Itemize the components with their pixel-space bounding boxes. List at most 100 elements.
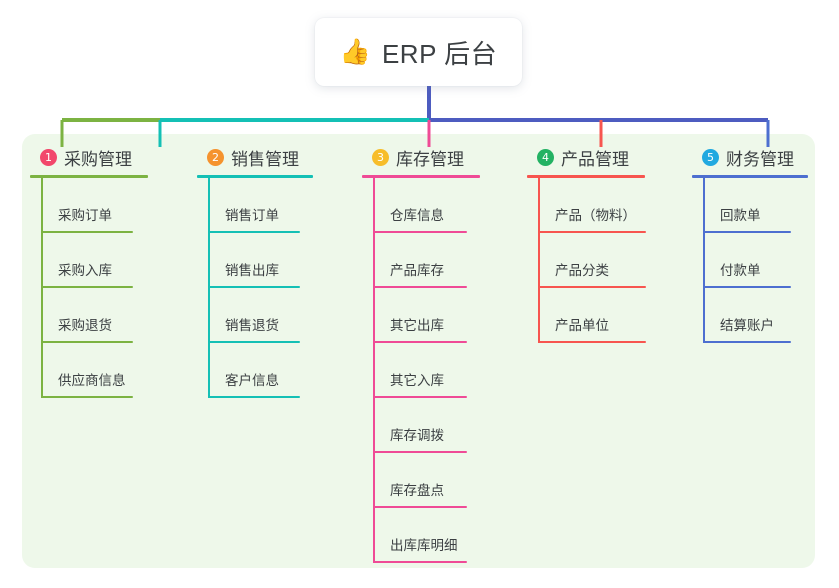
list-item[interactable]: 产品库存	[373, 233, 480, 288]
list-item[interactable]: 产品单位	[538, 288, 646, 343]
column-title: 采购管理	[64, 149, 132, 169]
column-number-badge: 4	[537, 148, 554, 166]
column-header-rule	[197, 175, 313, 178]
column-header-1[interactable]: 1 采购管理	[30, 146, 148, 169]
list-item[interactable]: 供应商信息	[41, 343, 148, 398]
list-item[interactable]: 采购入库	[41, 233, 148, 288]
list-item[interactable]: 出库库明细	[373, 508, 480, 563]
column-items-5: 回款单付款单结算账户	[703, 178, 808, 343]
column-items-2: 销售订单销售出库销售退货客户信息	[208, 178, 313, 398]
list-item[interactable]: 其它出库	[373, 288, 480, 343]
column-number-badge: 5	[702, 148, 719, 166]
column-header-rule	[30, 175, 148, 178]
list-item-rule	[208, 341, 300, 343]
list-item-label: 库存调拨	[390, 428, 444, 443]
list-item[interactable]: 回款单	[703, 178, 808, 233]
column-spine	[373, 178, 375, 563]
list-item[interactable]: 产品分类	[538, 233, 646, 288]
column-header-5[interactable]: 5 财务管理	[692, 146, 808, 169]
list-item[interactable]: 结算账户	[703, 288, 808, 343]
list-item-label: 产品单位	[555, 318, 609, 333]
column-items-4: 产品（物料） 产品分类产品单位	[538, 178, 646, 343]
list-item[interactable]: 采购退货	[41, 288, 148, 343]
list-item[interactable]: 采购订单	[41, 178, 148, 233]
list-item-rule	[208, 231, 300, 233]
list-item-rule	[538, 286, 646, 288]
column-spine	[703, 178, 705, 343]
column-3[interactable]: 3 库存管理仓库信息产品库存其它出库其它入库库存调拨库存盘点出库库明细	[362, 146, 480, 563]
column-title: 库存管理	[396, 149, 464, 169]
column-spine	[538, 178, 540, 343]
list-item[interactable]: 销售出库	[208, 233, 313, 288]
list-item-rule	[538, 231, 646, 233]
column-number-badge: 3	[372, 148, 389, 166]
list-item[interactable]: 库存盘点	[373, 453, 480, 508]
root-node-title: ERP 后台	[381, 38, 498, 69]
list-item[interactable]: 其它入库	[373, 343, 480, 398]
list-item-label: 付款单	[720, 263, 761, 278]
list-item-label: 供应商信息	[58, 373, 126, 388]
column-items-3: 仓库信息产品库存其它出库其它入库库存调拨库存盘点出库库明细	[373, 178, 480, 563]
list-item-label: 产品库存	[390, 263, 444, 278]
list-item[interactable]: 销售退货	[208, 288, 313, 343]
column-number-badge: 2	[207, 148, 224, 166]
column-header-2[interactable]: 2 销售管理	[197, 146, 313, 169]
column-header-rule	[692, 175, 808, 178]
column-title: 产品管理	[561, 149, 629, 169]
list-item-rule	[703, 286, 791, 288]
list-item[interactable]: 销售订单	[208, 178, 313, 233]
list-item-rule	[373, 506, 467, 508]
list-item-rule	[41, 396, 133, 398]
column-1[interactable]: 1 采购管理采购订单采购入库采购退货供应商信息	[30, 146, 148, 398]
list-item-label: 产品分类	[555, 263, 609, 278]
list-item-rule	[703, 231, 791, 233]
list-item-rule	[373, 396, 467, 398]
list-item-rule	[41, 286, 133, 288]
list-item-rule	[373, 231, 467, 233]
list-item[interactable]: 付款单	[703, 233, 808, 288]
list-item-rule	[41, 231, 133, 233]
list-item-label: 其它入库	[390, 373, 444, 388]
list-item[interactable]: 产品（物料）	[538, 178, 646, 233]
column-title: 财务管理	[726, 149, 794, 169]
column-header-rule	[362, 175, 480, 178]
list-item-label: 库存盘点	[390, 483, 444, 498]
column-spine	[41, 178, 43, 398]
column-header-4[interactable]: 4 产品管理	[527, 146, 645, 169]
list-item[interactable]: 客户信息	[208, 343, 313, 398]
list-item-rule	[208, 286, 300, 288]
list-item-label: 结算账户	[720, 318, 774, 333]
list-item-label: 仓库信息	[390, 208, 444, 223]
list-item-label: 销售退货	[225, 318, 279, 333]
list-item-rule	[373, 451, 467, 453]
list-item-label: 回款单	[720, 208, 761, 223]
list-item-rule	[373, 286, 467, 288]
column-2[interactable]: 2 销售管理销售订单销售出库销售退货客户信息	[197, 146, 313, 398]
column-5[interactable]: 5 财务管理回款单付款单结算账户	[692, 146, 808, 343]
column-4[interactable]: 4 产品管理产品（物料） 产品分类产品单位	[527, 146, 646, 343]
root-node-content: 👍 ERP 后台	[340, 34, 497, 71]
list-item-label: 采购退货	[58, 318, 112, 333]
column-spine	[208, 178, 210, 398]
column-items-1: 采购订单采购入库采购退货供应商信息	[41, 178, 148, 398]
list-item-label: 客户信息	[225, 373, 279, 388]
root-node-card[interactable]: 👍 ERP 后台	[315, 18, 522, 86]
list-item-rule	[373, 561, 467, 563]
column-number-badge: 1	[40, 148, 57, 166]
list-item[interactable]: 仓库信息	[373, 178, 480, 233]
thumbs-up-icon: 👍	[339, 37, 371, 66]
column-header-3[interactable]: 3 库存管理	[362, 146, 480, 169]
list-item-label: 产品（物料）	[555, 208, 636, 223]
list-item-label: 销售订单	[225, 208, 279, 223]
list-item-label: 采购入库	[58, 263, 112, 278]
list-item-label: 出库库明细	[390, 538, 458, 553]
list-item-label: 其它出库	[390, 318, 444, 333]
list-item-rule	[373, 341, 467, 343]
list-item-rule	[538, 341, 646, 343]
list-item-rule	[208, 396, 300, 398]
list-item[interactable]: 库存调拨	[373, 398, 480, 453]
list-item-label: 采购订单	[58, 208, 112, 223]
list-item-label: 销售出库	[225, 263, 279, 278]
column-title: 销售管理	[231, 149, 299, 169]
